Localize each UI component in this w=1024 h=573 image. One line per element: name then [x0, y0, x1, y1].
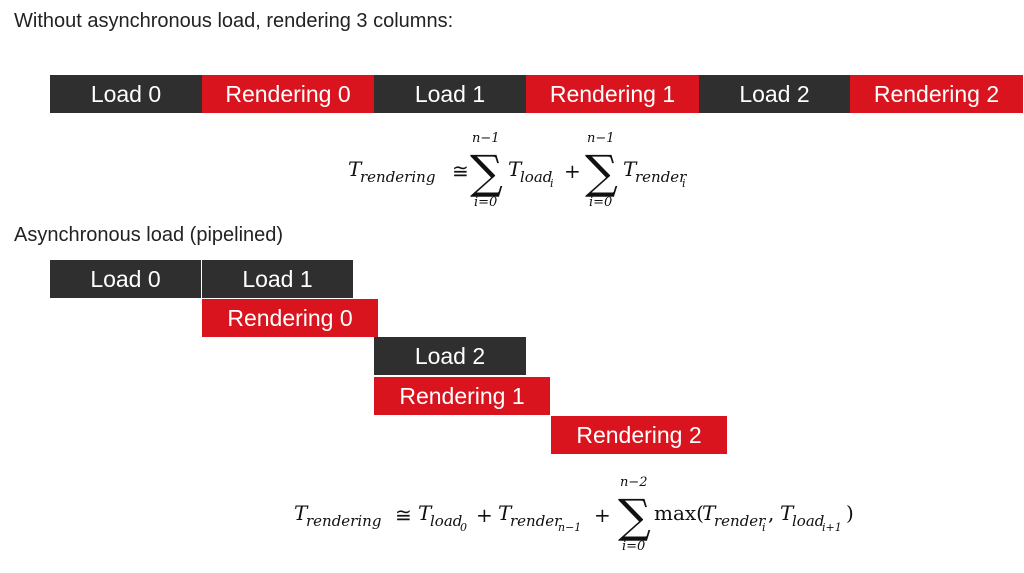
formula-plus: +: [564, 159, 581, 183]
sum1-sigma: ∑: [470, 145, 503, 199]
formula2-t2-subsub: n−1: [558, 521, 581, 534]
pipe-block-load-0: Load 0: [50, 260, 201, 298]
formula2-lhs: T: [294, 501, 309, 525]
seq-block-render-1: Rendering 1: [526, 75, 699, 113]
formula2-m1-subsub: i: [762, 521, 766, 534]
formula2-m2-sub: load: [792, 512, 824, 530]
term2: T: [623, 157, 638, 181]
term1: T: [508, 157, 523, 181]
formula2-m1: T: [702, 501, 717, 525]
sum2-sigma: ∑: [585, 145, 618, 199]
sum2-lower: i=0: [589, 195, 612, 210]
term1-subsub: i: [550, 177, 554, 190]
seq-block-render-2: Rendering 2: [850, 75, 1023, 113]
pipelined-title: Asynchronous load (pipelined): [14, 224, 284, 246]
formula2-t2-sub: render: [510, 512, 562, 530]
formula2-t1: T: [418, 501, 433, 525]
pipe-block-render-0: Rendering 0: [202, 299, 378, 337]
sum3-lower: i=0: [622, 539, 645, 554]
seq-block-load-0: Load 0: [50, 75, 202, 113]
pipe-block-load-2: Load 2: [374, 337, 526, 375]
pipe-block-render-1: Rendering 1: [374, 377, 550, 415]
term2-sub: render: [635, 168, 687, 186]
formula2-lhs-sub: rendering: [306, 512, 381, 530]
seq-block-load-2: Load 2: [699, 75, 850, 113]
formula2-m2-subsub: i+1: [822, 521, 842, 534]
term1-sub: load: [520, 168, 552, 186]
sum1-upper: n−1: [472, 131, 500, 146]
formula2-max: max(: [654, 501, 704, 525]
pipe-block-render-2: Rendering 2: [551, 416, 727, 454]
sum2-upper: n−1: [587, 131, 615, 146]
sequential-title: Without asynchronous load, rendering 3 c…: [14, 10, 454, 32]
formula-lhs: T: [348, 157, 363, 181]
seq-block-render-0: Rendering 0: [202, 75, 374, 113]
formula2-plus1: +: [476, 503, 493, 527]
formula2-approx: ≅: [395, 503, 412, 527]
sum3-upper: n−2: [620, 475, 648, 490]
pipe-block-load-1: Load 1: [202, 260, 353, 298]
sum1-lower: i=0: [474, 195, 497, 210]
sum3-sigma: ∑: [618, 489, 651, 543]
sequential-formula: T rendering ≅ n−1 ∑ i=0 T load i + n−1 ∑…: [348, 131, 687, 210]
formula2-m2: T: [780, 501, 795, 525]
formula2-t2: T: [498, 501, 513, 525]
seq-block-load-1: Load 1: [374, 75, 526, 113]
formula2-t1-subsub: 0: [460, 521, 467, 534]
formula2-m1-sub: render: [714, 512, 766, 530]
formula-approx: ≅: [452, 159, 469, 183]
formula2-close: ): [846, 501, 854, 525]
formula2-plus2: +: [594, 503, 611, 527]
pipelined-formula: T rendering ≅ T load 0 + T render n−1 + …: [294, 475, 854, 554]
formula-lhs-sub: rendering: [360, 168, 435, 186]
formula2-comma: ,: [768, 501, 774, 525]
formula2-t1-sub: load: [430, 512, 462, 530]
term2-subsub: i: [682, 177, 686, 190]
